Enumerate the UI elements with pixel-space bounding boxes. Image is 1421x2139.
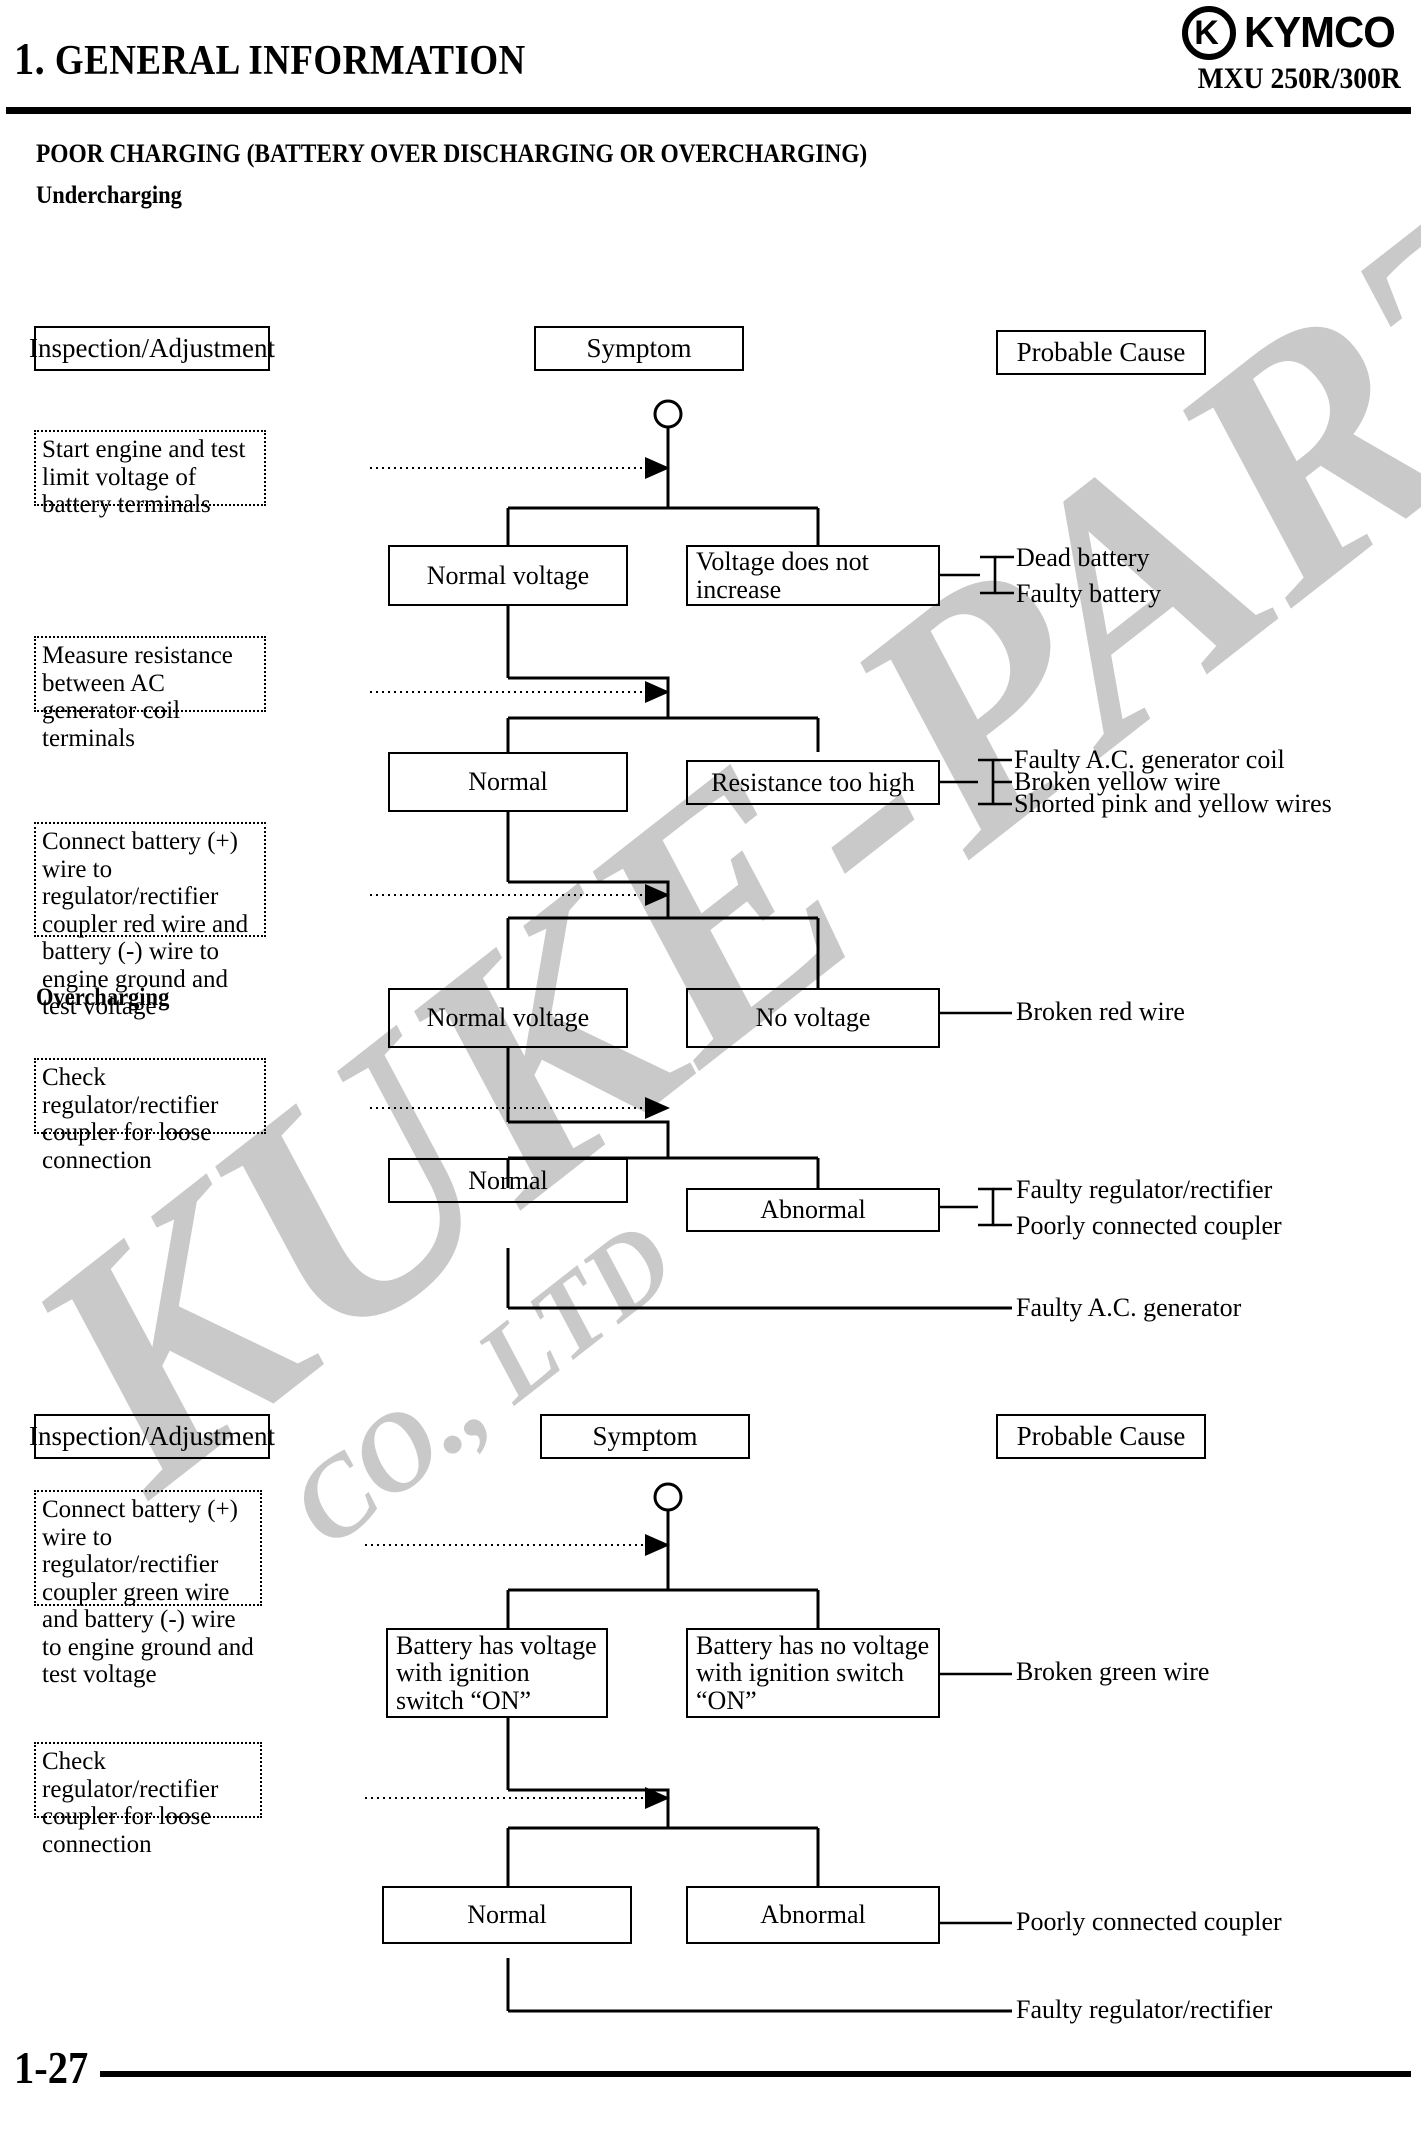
column-header-probable-cause: Probable Cause [996, 1414, 1206, 1459]
probable-cause-item: Poorly connected coupler [1016, 1212, 1282, 1240]
model-name: MXU 250R/300R [1197, 62, 1401, 95]
probable-cause-item: Dead battery [1016, 544, 1150, 572]
instruction-box: Check regulator/rectifier coupler for lo… [34, 1742, 262, 1858]
probable-cause-item: Faulty battery [1016, 580, 1161, 608]
symptom-box-normal: Normal voltage [388, 988, 628, 1048]
instruction-box: Connect battery (+) wire to regulator/re… [34, 1490, 262, 1688]
symptom-box-normal: Battery has voltage with ignition switch… [386, 1628, 608, 1718]
brand-name: KYMCO [1244, 8, 1396, 57]
symptom-label: Normal [468, 1165, 548, 1195]
probable-cause-item: Broken red wire [1016, 998, 1185, 1026]
instruction-text: Check regulator/rectifier coupler for lo… [42, 1748, 219, 1858]
symptom-box-normal: Normal [388, 1158, 628, 1203]
header-rule [6, 107, 1411, 114]
instruction-text: Check regulator/rectifier coupler for lo… [42, 1064, 219, 1174]
column-header-probable-cause-label: Probable Cause [1016, 337, 1186, 368]
column-header-probable-cause: Probable Cause [996, 330, 1206, 375]
probable-cause-text: Broken green wire [1016, 1657, 1210, 1686]
column-header-inspection: Inspection/Adjustment [29, 326, 275, 371]
symptom-box-abnormal: No voltage [686, 988, 940, 1048]
probable-cause-text: Broken yellow wire [1014, 767, 1221, 796]
probable-cause-item: Broken yellow wire [1014, 768, 1221, 796]
final-probable-cause: Faulty A.C. generator [1016, 1294, 1241, 1322]
column-header-probable-cause-label: Probable Cause [1016, 1421, 1186, 1452]
column-header-symptom-label: Symptom [586, 333, 692, 364]
brand-logo: K KYMCO [1182, 6, 1403, 60]
symptom-box-normal: Normal [388, 752, 628, 812]
probable-cause-text: Dead battery [1016, 543, 1150, 572]
symptom-label: Abnormal [760, 1900, 866, 1930]
symptom-box-abnormal: Abnormal [686, 1188, 940, 1232]
probable-cause-text: Faulty A.C. generator coil [1014, 745, 1285, 774]
kymco-logo-icon: K [1182, 6, 1237, 60]
footer-rule [100, 2071, 1411, 2077]
symptom-label: Battery has no voltage with ignition swi… [696, 1630, 930, 1715]
chapter-title: GENERAL INFORMATION [54, 38, 526, 84]
probable-cause-item: Poorly connected coupler [1016, 1908, 1282, 1936]
symptom-box-abnormal: Battery has no voltage with ignition swi… [686, 1628, 940, 1718]
instruction-text: Connect battery (+) wire to regulator/re… [42, 828, 249, 1020]
instruction-box: Measure resistance between AC generator … [34, 636, 266, 752]
final-probable-cause: Faulty regulator/rectifier [1016, 1996, 1272, 2024]
symptom-label: Abnormal [760, 1195, 866, 1225]
symptom-label: Normal [468, 767, 548, 797]
instruction-text: Measure resistance between AC generator … [42, 642, 233, 752]
symptom-box-abnormal: Abnormal [686, 1886, 940, 1944]
instruction-text: Connect battery (+) wire to regulator/re… [42, 1496, 254, 1688]
column-header-symptom: Symptom [534, 326, 744, 371]
column-header-inspection-label: Inspection/Adjustment [29, 1421, 275, 1452]
start-node-circle [653, 1482, 683, 1512]
undercharging-heading: Undercharging [36, 182, 182, 209]
probable-cause-text: Faulty battery [1016, 579, 1162, 608]
chapter-number: 1. [14, 33, 46, 84]
probable-cause-text: Shorted pink and yellow wires [1014, 789, 1332, 818]
probable-cause-text: Faulty regulator/rectifier [1016, 1175, 1273, 1204]
probable-cause-item: Faulty regulator/rectifier [1016, 1176, 1272, 1204]
arrow-head [645, 457, 670, 479]
probable-cause-item: Broken green wire [1016, 1658, 1209, 1686]
probable-cause-text: Faulty regulator/rectifier [1016, 1995, 1273, 2024]
section-heading: POOR CHARGING (BATTERY OVER DISCHARGING … [36, 139, 868, 168]
column-header-inspection: Inspection/Adjustment [29, 1414, 275, 1459]
column-header-inspection-label: Inspection/Adjustment [29, 333, 275, 364]
probable-cause-item: Faulty A.C. generator coil [1014, 746, 1285, 774]
instruction-box: Start engine and test limit voltage of b… [34, 430, 266, 518]
overcharging-heading: Overcharging [36, 984, 170, 1011]
symptom-label: Battery has voltage with ignition switch… [396, 1630, 597, 1715]
instruction-text: Start engine and test limit voltage of b… [42, 436, 246, 518]
start-node-circle [653, 399, 683, 429]
symptom-label: No voltage [755, 1003, 871, 1033]
symptom-label: Normal voltage [426, 560, 590, 590]
probable-cause-text: Faulty A.C. generator [1016, 1293, 1242, 1322]
symptom-box-abnormal: Resistance too high [686, 760, 940, 805]
symptom-label: Voltage does not increase [696, 546, 869, 604]
probable-cause-text: Poorly connected coupler [1016, 1907, 1282, 1936]
probable-cause-item: Shorted pink and yellow wires [1014, 790, 1354, 818]
column-header-symptom: Symptom [540, 1414, 750, 1459]
probable-cause-text: Poorly connected coupler [1016, 1211, 1282, 1240]
symptom-box-normal: Normal voltage [388, 545, 628, 606]
symptom-label: Normal voltage [426, 1003, 590, 1033]
column-header-symptom-label: Symptom [592, 1421, 698, 1452]
probable-cause-text: Broken red wire [1016, 997, 1185, 1026]
symptom-label: Normal [467, 1900, 547, 1930]
instruction-box: Check regulator/rectifier coupler for lo… [34, 1058, 266, 1174]
symptom-label: Resistance too high [711, 767, 915, 797]
page-number: 1-27 [14, 2043, 89, 2093]
symptom-box-normal: Normal [382, 1886, 632, 1944]
page-title: 1. GENERAL INFORMATION [14, 32, 526, 85]
instruction-box: Connect battery (+) wire to regulator/re… [34, 822, 266, 1020]
symptom-box-abnormal: Voltage does not increase [686, 545, 940, 606]
